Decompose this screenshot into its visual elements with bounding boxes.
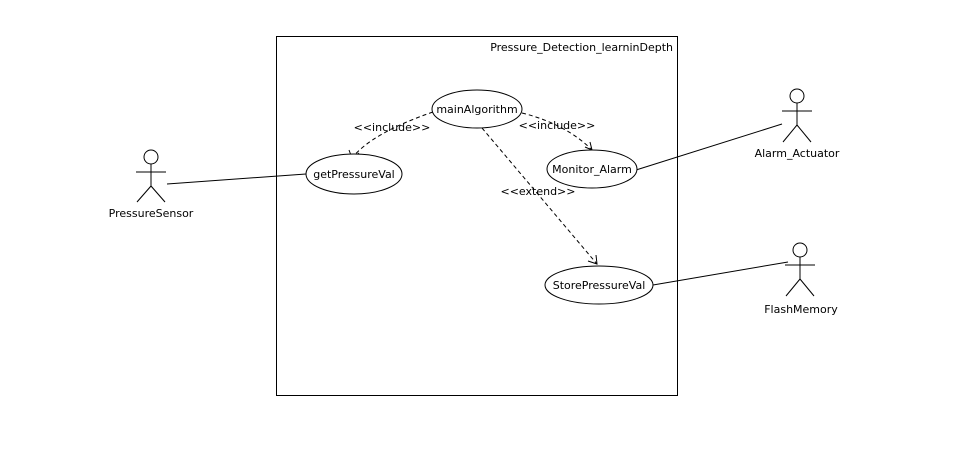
association-storepressureval-flashmemory xyxy=(652,261,789,286)
stick-figure-icon xyxy=(785,242,815,297)
use-case-label: mainAlgorithm xyxy=(436,103,517,116)
use-case-ellipse xyxy=(305,153,403,195)
actor-label: FlashMemory xyxy=(764,303,838,316)
use-case-label: StorePressureVal xyxy=(553,279,646,292)
use-case-monitor-alarm: Monitor_Alarm xyxy=(546,149,638,189)
system-boundary: Pressure_Detection_learninDepth xyxy=(276,36,678,396)
extend-arrowhead-store-pressure xyxy=(587,254,598,265)
include-label-monitor-alarm: <<include>> xyxy=(519,119,596,132)
use-case-store-pressure-val: StorePressureVal xyxy=(544,265,654,305)
use-case-label: Monitor_Alarm xyxy=(552,163,632,176)
use-case-ellipse xyxy=(546,149,638,189)
use-case-get-pressure-val: getPressureVal xyxy=(305,153,403,195)
use-case-main-algorithm: mainAlgorithm xyxy=(431,89,523,129)
associations xyxy=(166,123,789,286)
extend-dependency-store-pressure xyxy=(481,127,598,265)
system-boundary-box xyxy=(276,36,678,396)
actor-label: PressureSensor xyxy=(109,207,194,220)
include-label-get-pressure: <<include>> xyxy=(354,121,431,134)
use-case-ellipse xyxy=(431,89,523,129)
actor-pressure-sensor: PressureSensor xyxy=(109,149,194,220)
use-case-ellipse xyxy=(544,265,654,305)
association-monitoralarm-alarmactuator xyxy=(635,123,783,171)
association-pressuresensor-getpressureval xyxy=(166,173,307,185)
stick-figure-icon xyxy=(136,149,166,203)
dependencies: <<include>> <<include>> <<extend>> xyxy=(348,111,598,265)
include-dependency-monitor-alarm xyxy=(521,112,593,151)
stick-figure-icon xyxy=(782,88,812,143)
extend-label-store-pressure: <<extend>> xyxy=(501,185,576,198)
include-dependency-get-pressure xyxy=(351,111,434,159)
system-title: Pressure_Detection_learninDepth xyxy=(490,41,673,54)
actor-flash-memory: FlashMemory xyxy=(764,242,838,316)
use-case-label: getPressureVal xyxy=(313,168,395,181)
actor-label: Alarm_Actuator xyxy=(755,147,840,160)
actor-alarm-actuator: Alarm_Actuator xyxy=(755,88,840,160)
